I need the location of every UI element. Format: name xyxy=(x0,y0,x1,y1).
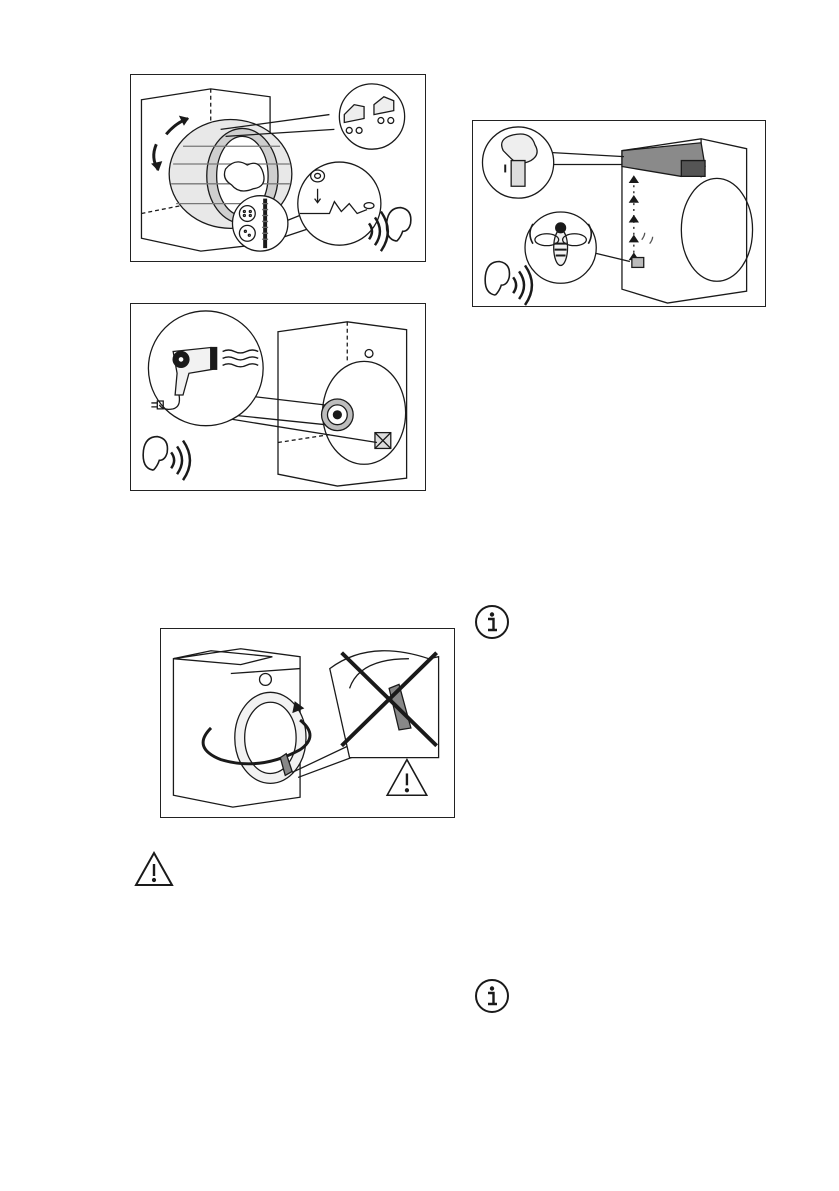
warning-icon xyxy=(133,850,175,888)
info-icon xyxy=(474,604,510,640)
figure-door-reversal xyxy=(160,628,455,818)
figure-water-container xyxy=(472,120,766,307)
figure-drum-noise xyxy=(130,74,426,262)
info-icon xyxy=(474,978,510,1014)
figure-hair-dryer-filter xyxy=(130,303,426,491)
